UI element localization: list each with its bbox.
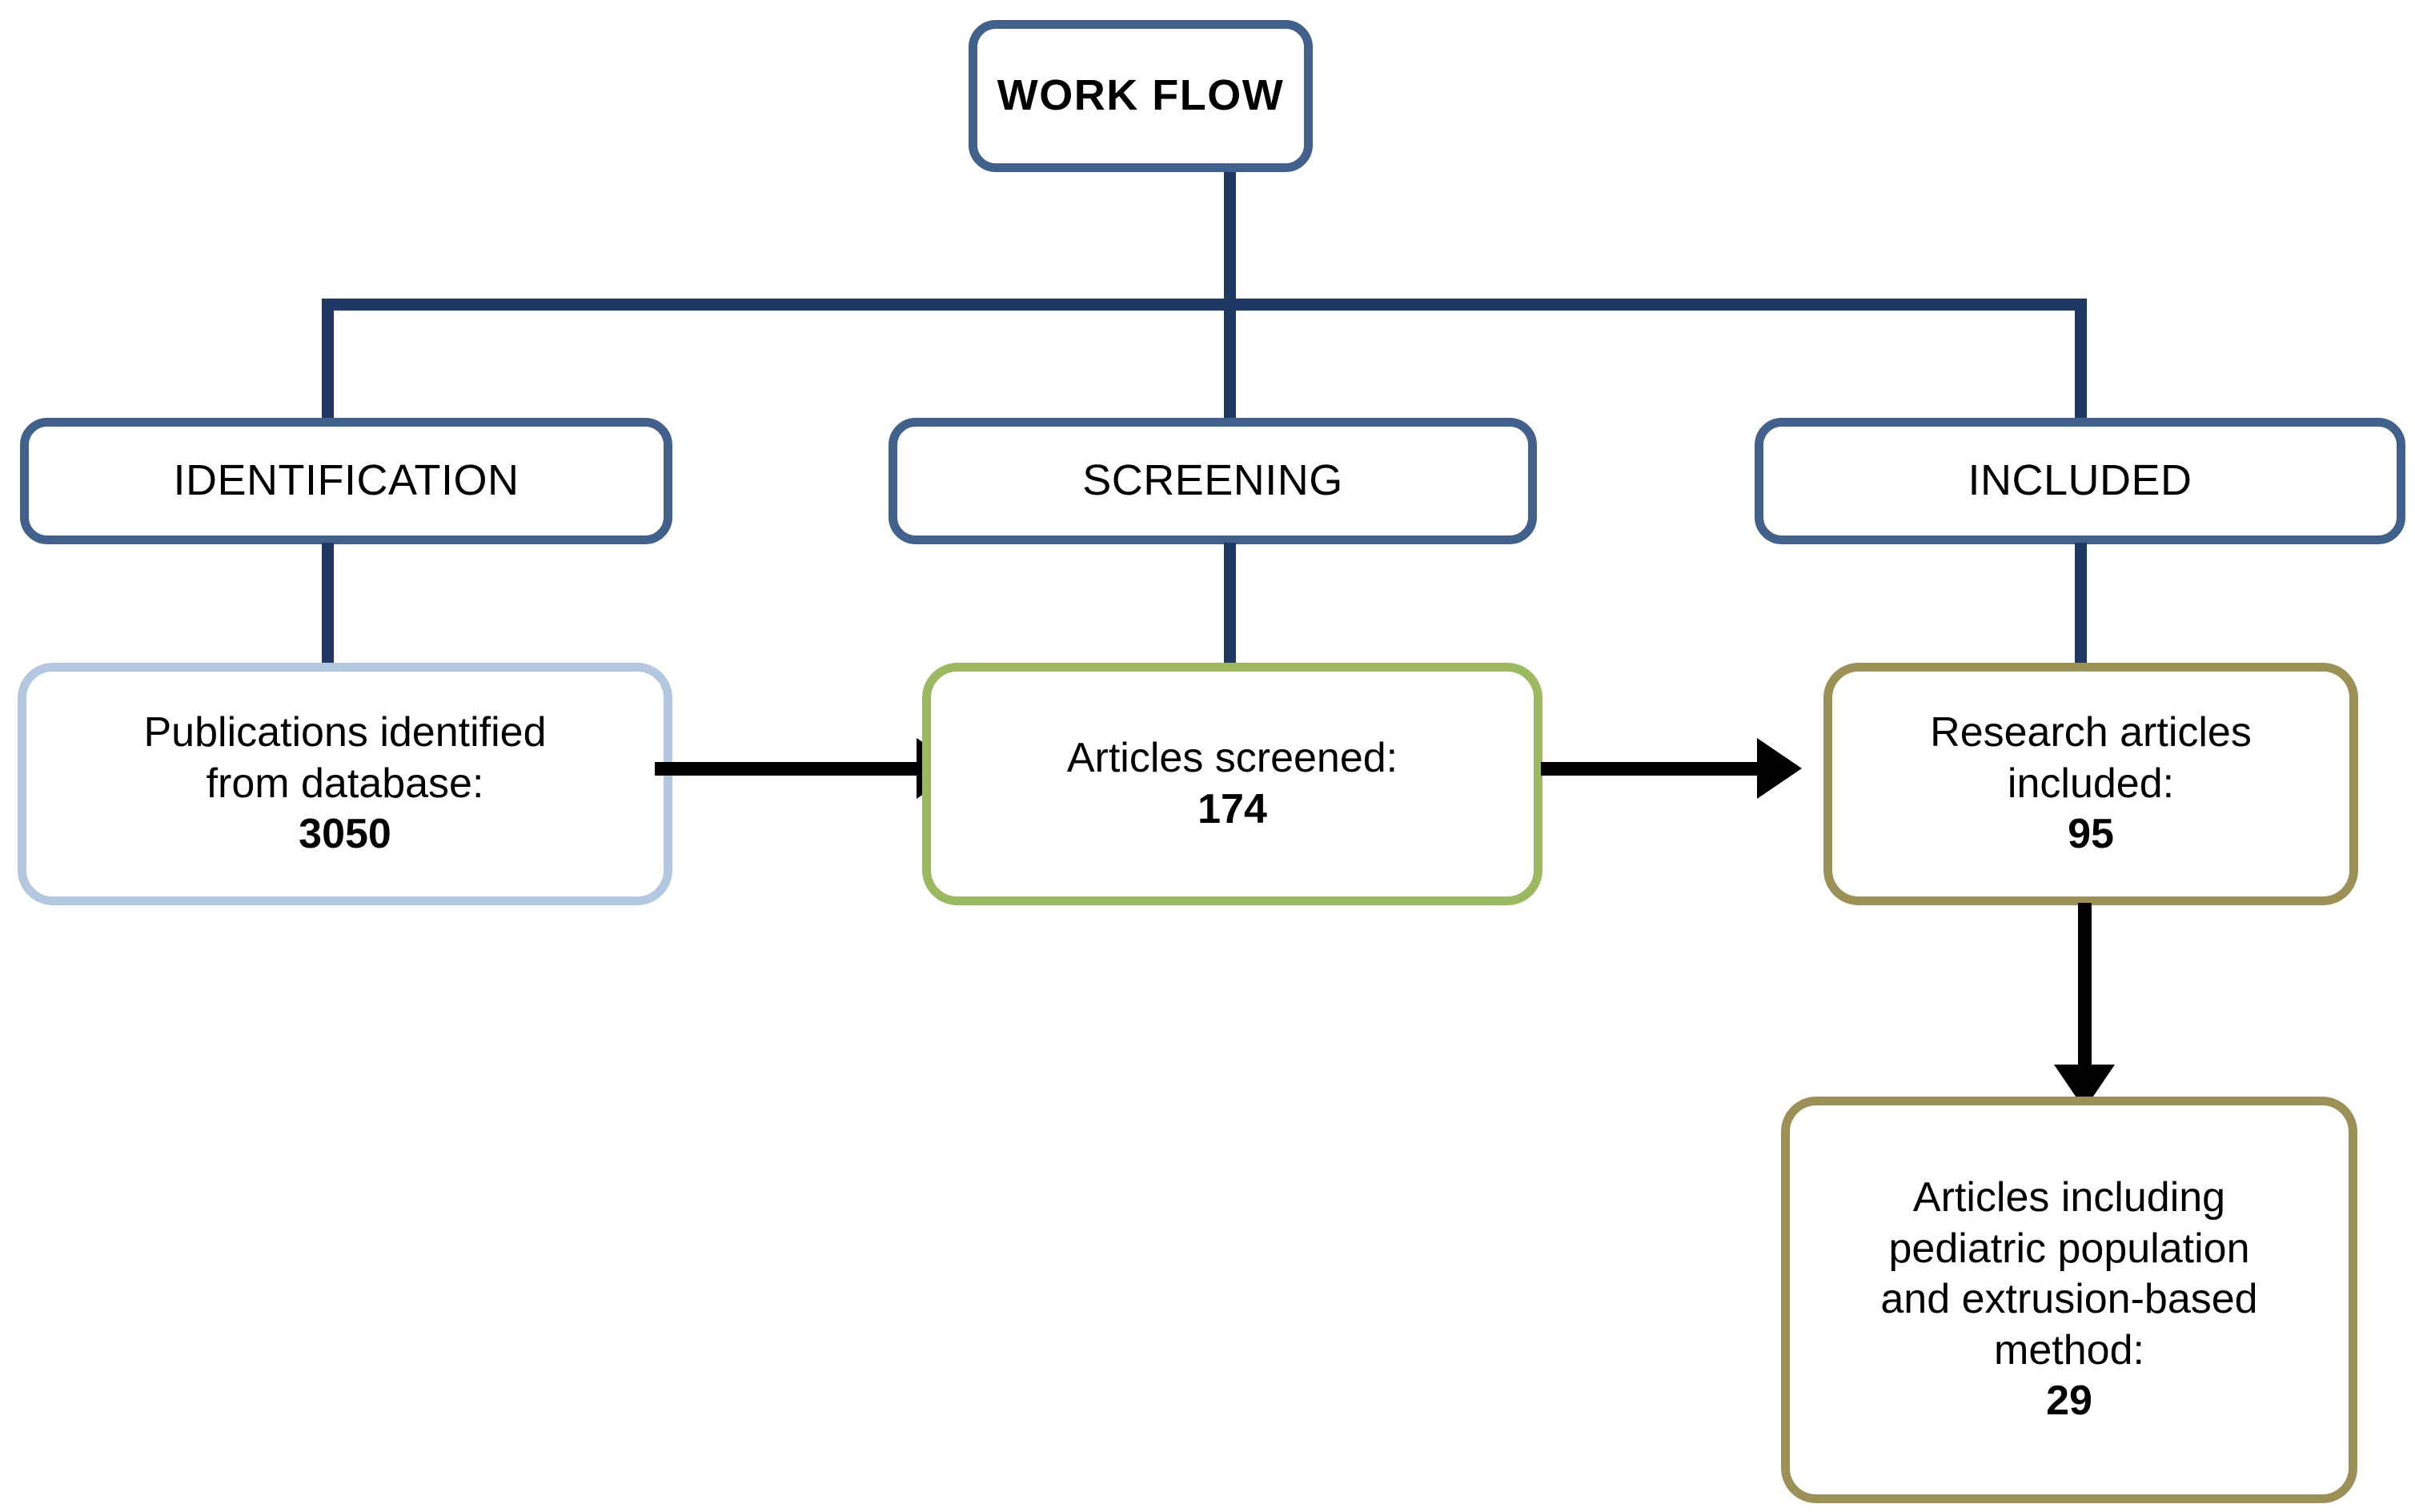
node-line-1: Publications identified (143, 709, 547, 756)
arrow-publications-to-screened-line (655, 762, 927, 776)
arrow-screened-to-included-head-icon (1757, 738, 1802, 799)
title-box-label: WORK FLOW (997, 71, 1285, 120)
node-articles-pediatric-extrusion: Articles including pediatric population … (1781, 1097, 2357, 1503)
node-articles-screened-text: Articles screened: 174 (931, 733, 1534, 835)
title-box-work-flow: WORK FLOW (969, 20, 1313, 172)
arrow-research-to-pediatric-line (2078, 903, 2092, 1099)
node-line-2: from database: (206, 760, 484, 807)
connector-leg-screening (1224, 299, 1236, 423)
connector-leg-identification (322, 299, 334, 423)
connector-title-stem (1224, 172, 1236, 304)
node-line-1: Research articles (1930, 709, 2252, 756)
node-count-research: 95 (2068, 811, 2114, 858)
node-line-2: included: (2007, 760, 2175, 807)
node-count-pediatric: 29 (2046, 1378, 2092, 1425)
stage-box-screening: SCREENING (889, 418, 1537, 544)
node-research-articles-included: Research articles included: 95 (1823, 663, 2358, 905)
connector-identification-to-publications (322, 543, 334, 667)
connector-screening-to-articles (1224, 543, 1236, 667)
node-line-3: and extrusion-based (1880, 1276, 2258, 1323)
stage-box-included: INCLUDED (1755, 418, 2405, 544)
node-line-2: pediatric population (1888, 1225, 2250, 1272)
connector-distribution-bar (322, 299, 2087, 311)
stage-label-identification: IDENTIFICATION (173, 456, 520, 505)
node-articles-pediatric-extrusion-text: Articles including pediatric population … (1790, 1173, 2349, 1426)
node-line-4: method: (1994, 1326, 2144, 1374)
connector-leg-included (2075, 299, 2087, 423)
stage-label-included: INCLUDED (1968, 456, 2192, 505)
arrow-screened-to-included-line (1541, 762, 1765, 776)
stage-label-screening: SCREENING (1082, 456, 1343, 505)
node-publications-identified-text: Publications identified from database: 3… (26, 708, 664, 860)
node-research-articles-included-text: Research articles included: 95 (1832, 708, 2349, 860)
stage-box-identification: IDENTIFICATION (20, 418, 672, 544)
node-count-screened: 174 (1197, 785, 1267, 832)
node-count-publications: 3050 (299, 811, 391, 858)
node-line-1: Articles including (1912, 1174, 2226, 1221)
connector-included-to-research (2075, 543, 2087, 667)
node-articles-screened: Articles screened: 174 (922, 663, 1542, 905)
node-publications-identified: Publications identified from database: 3… (18, 663, 672, 905)
node-line-1: Articles screened: (1066, 735, 1398, 782)
